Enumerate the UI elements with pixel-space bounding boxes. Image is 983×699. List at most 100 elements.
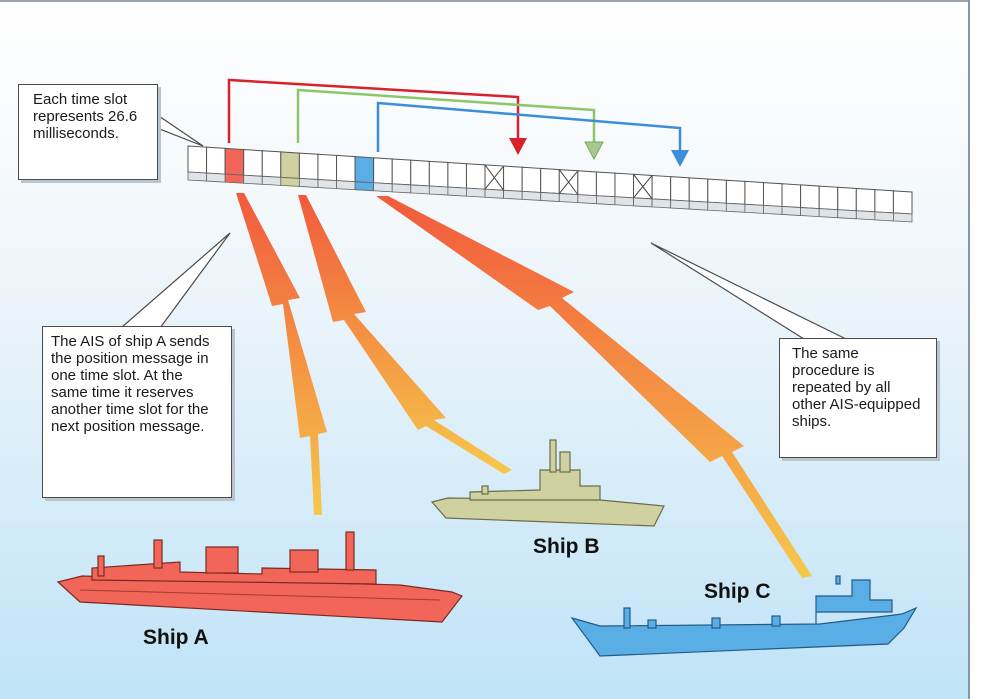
time-slot	[744, 180, 764, 206]
time-slot	[298, 152, 319, 181]
time-slot-base	[391, 183, 412, 194]
time-slot-base	[410, 184, 430, 195]
time-slot	[336, 154, 356, 183]
time-slot	[855, 187, 876, 213]
time-slot	[373, 157, 393, 185]
reservation-arrow-green	[296, 88, 604, 161]
ship-a-callout-text: The AIS of ship A sends the position mes…	[51, 333, 210, 435]
time-slot	[206, 146, 226, 175]
time-slot	[503, 165, 523, 192]
time-slot	[688, 177, 709, 203]
time-slot	[725, 179, 746, 205]
time-slot	[614, 172, 635, 199]
time-slot-base	[725, 202, 746, 213]
signal-bolt-ship-a	[236, 193, 327, 515]
time-slot	[187, 145, 208, 174]
time-slot-base	[243, 174, 263, 185]
time-slot	[354, 156, 375, 184]
time-slot	[874, 189, 894, 214]
time-slot	[577, 170, 597, 197]
time-slot	[261, 150, 282, 178]
time-slot-base	[336, 180, 356, 191]
procedure-callout-text: The same procedure is repeated by all ot…	[792, 345, 921, 430]
time-slot	[428, 160, 449, 188]
procedure-callout: The same procedure is repeated by all ot…	[779, 338, 937, 458]
time-slot	[762, 182, 783, 207]
time-slot-base	[874, 211, 894, 222]
time-slot	[317, 153, 338, 182]
time-slot-base	[484, 188, 504, 199]
time-slot-base	[224, 173, 245, 184]
reserved-slot-cross	[633, 174, 653, 200]
time-slot-base	[466, 187, 486, 198]
time-slot-base	[893, 212, 913, 223]
callout-pointer-procedure	[650, 242, 847, 340]
signal-bolt-ship-b	[298, 195, 512, 474]
time-slot-base	[633, 197, 653, 208]
time-slot	[243, 149, 263, 177]
time-slot-base	[596, 195, 616, 206]
time-slot-base	[261, 175, 282, 186]
time-slot-base	[540, 192, 560, 202]
time-slot	[651, 174, 672, 201]
time-slot	[280, 151, 300, 179]
time-slot	[892, 190, 913, 215]
time-slot-base	[707, 201, 727, 212]
time-slot-base	[503, 189, 523, 200]
reservation-arrow-blue	[376, 101, 689, 167]
time-slot-strip	[187, 145, 913, 223]
time-slot-base	[558, 193, 579, 204]
time-slot-base	[428, 185, 449, 196]
reserved-slot-cross	[484, 164, 504, 191]
time-slot	[465, 163, 486, 190]
time-slot-base	[763, 204, 783, 215]
time-slot	[391, 158, 412, 186]
ship-a-label: Ship A	[143, 626, 209, 649]
time-slot-base	[837, 209, 857, 220]
time-slot	[781, 183, 802, 209]
ship-c	[570, 575, 918, 657]
time-slot-base	[521, 190, 542, 201]
time-slot-base	[744, 203, 764, 214]
time-slot-base	[781, 206, 802, 216]
time-slot	[521, 166, 542, 193]
time-slot	[540, 167, 560, 195]
time-slot-base	[651, 198, 672, 209]
callout-pointer-ship-a	[120, 232, 231, 329]
time-slot	[410, 159, 430, 187]
time-slot	[818, 185, 839, 211]
reserved-slot-cross	[558, 169, 579, 195]
ship-b-label: Ship B	[533, 535, 600, 558]
time-slot-base	[298, 178, 319, 188]
time-slot-base	[373, 182, 393, 193]
reservation-arrow-red	[227, 78, 527, 155]
time-slot-base	[280, 176, 300, 187]
time-slot-callout-text: Each time slot represents 26.6 milliseco…	[33, 91, 138, 142]
ship-c-label: Ship C	[704, 580, 771, 603]
time-slot	[707, 178, 727, 204]
time-slot	[595, 171, 616, 198]
time-slot-base	[800, 207, 820, 218]
time-slot	[837, 186, 857, 212]
ship-a-callout: The AIS of ship A sends the position mes…	[42, 326, 232, 498]
time-slot-base	[614, 196, 634, 207]
time-slot-base	[354, 181, 375, 192]
time-slot-callout: Each time slot represents 26.6 milliseco…	[18, 84, 158, 180]
ship-b	[430, 439, 665, 527]
frame-edge	[968, 0, 970, 699]
time-slot	[447, 161, 467, 189]
time-slot-base	[670, 199, 690, 210]
time-slot-base	[187, 171, 207, 182]
time-slot-base	[855, 210, 876, 221]
time-slot	[224, 147, 245, 176]
time-slot	[800, 184, 820, 210]
time-slot-base	[688, 200, 709, 211]
time-slot-base	[206, 172, 226, 183]
time-slot-base	[818, 208, 839, 219]
time-slot	[670, 176, 690, 202]
time-slot-base	[577, 194, 597, 205]
time-slot-base	[317, 179, 337, 190]
time-slot-base	[447, 186, 467, 197]
